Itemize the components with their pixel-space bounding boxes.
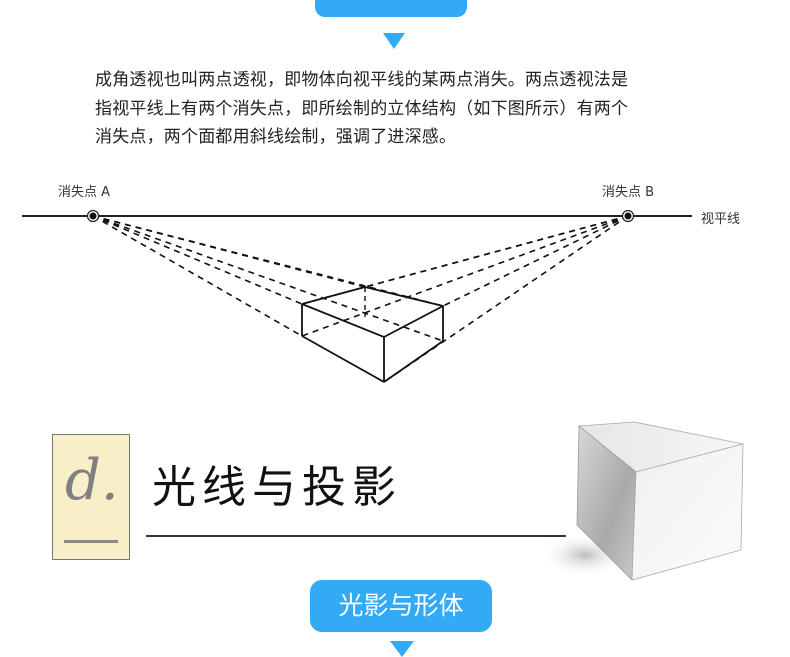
vanishing-point-b-marker bbox=[621, 209, 635, 223]
section-pill-label: 光影与形体 bbox=[338, 591, 464, 620]
two-point-perspective-diagram bbox=[22, 209, 692, 383]
intro-paragraph: 成角透视也叫两点透视，即物体向视平线的某两点消失。两点透视法是 指视平线上有两个… bbox=[95, 66, 715, 152]
section-pill-light-and-form: 光影与形体 bbox=[310, 580, 492, 632]
intro-line: 消失点，两个面都用斜线绘制，强调了进深感。 bbox=[95, 127, 457, 147]
vanishing-point-a-label: 消失点 A bbox=[58, 185, 111, 200]
box-outline bbox=[301, 286, 444, 383]
section-divider bbox=[146, 535, 566, 537]
section-title: 光线与投影 bbox=[152, 462, 402, 513]
intro-line: 指视平线上有两个消失点，即所绘制的立体结构（如下图所示）有两个 bbox=[95, 98, 629, 119]
vanishing-point-a-marker bbox=[86, 209, 100, 223]
shaded-cube-illustration bbox=[540, 421, 744, 581]
arrow-down-icon bbox=[383, 33, 405, 49]
arrow-down-icon bbox=[390, 641, 414, 657]
horizon-line-label: 视平线 bbox=[701, 212, 741, 227]
section-letter-underline bbox=[64, 540, 118, 543]
construction-lines-b bbox=[301, 215, 629, 383]
section-letter: d. bbox=[65, 448, 119, 513]
section-pill-perspective: 成角透视 bbox=[315, 0, 467, 17]
construction-lines-a bbox=[92, 215, 444, 342]
vanishing-point-b-label: 消失点 B bbox=[602, 185, 655, 200]
section-letter-badge: d. bbox=[52, 434, 130, 560]
intro-line: 成角透视也叫两点透视，即物体向视平线的某两点消失。两点透视法是 bbox=[95, 70, 629, 90]
